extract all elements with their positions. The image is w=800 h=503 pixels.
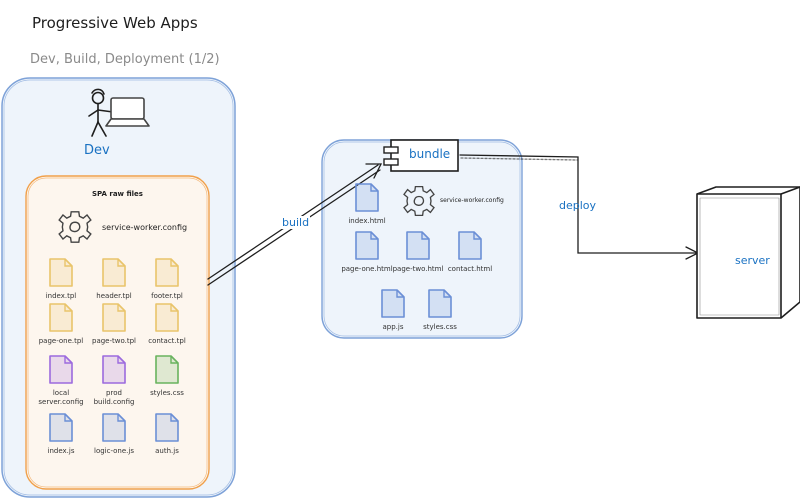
file-label: contact.tpl [148, 337, 186, 345]
file-icon [102, 303, 126, 332]
file-label: index.html [348, 217, 386, 225]
file-label: page-one.tpl [38, 337, 84, 345]
file-label: styles.css [423, 323, 457, 331]
file-icon [406, 231, 430, 260]
bundle-label: bundle [409, 147, 451, 161]
laptop-icon [105, 97, 150, 127]
file-icon [355, 183, 379, 212]
page-title: Progressive Web Apps [32, 14, 198, 32]
file-icon [458, 231, 482, 260]
file-icon [102, 258, 126, 287]
raw-files-title: SPA raw files [92, 190, 143, 198]
file-label: header.tpl [96, 292, 132, 300]
file-icon [102, 413, 126, 442]
dev-label: Dev [84, 143, 110, 158]
bundle-file-icons [355, 183, 482, 318]
dev-service-worker-label: service-worker.config [102, 223, 188, 232]
page-subtitle: Dev, Build, Deployment (1/2) [30, 52, 220, 67]
file-icon [49, 355, 73, 384]
server-icon [696, 186, 800, 319]
file-icon [428, 289, 452, 318]
file-label: app.js [382, 323, 404, 331]
dev-file-icons [49, 258, 179, 442]
file-icon [155, 258, 179, 287]
file-label: auth.js [155, 447, 179, 455]
file-icon [102, 355, 126, 384]
file-icon [155, 413, 179, 442]
file-label: styles.css [150, 389, 184, 397]
bundle-service-worker-label: service-worker.config [440, 197, 504, 204]
file-label: page-two.tpl [92, 337, 136, 345]
file-icon [381, 289, 405, 318]
file-label: contact.html [447, 265, 493, 273]
file-label: index.tpl [45, 292, 77, 300]
raw-files-container [25, 175, 210, 490]
file-icon [155, 303, 179, 332]
file-label: index.js [47, 447, 75, 455]
file-icon [49, 258, 73, 287]
file-label: page-two.html [392, 265, 444, 273]
file-icon [355, 231, 379, 260]
build-label: build [281, 216, 311, 229]
file-label: page-one.html [341, 265, 393, 273]
file-icon [49, 413, 73, 442]
server-label: server [735, 254, 770, 267]
file-icon [49, 303, 73, 332]
file-icon [155, 355, 179, 384]
file-label: logic-one.js [94, 447, 134, 455]
deploy-label: deploy [559, 199, 597, 212]
bundle-component-icon [383, 139, 459, 172]
file-label: footer.tpl [151, 292, 183, 300]
